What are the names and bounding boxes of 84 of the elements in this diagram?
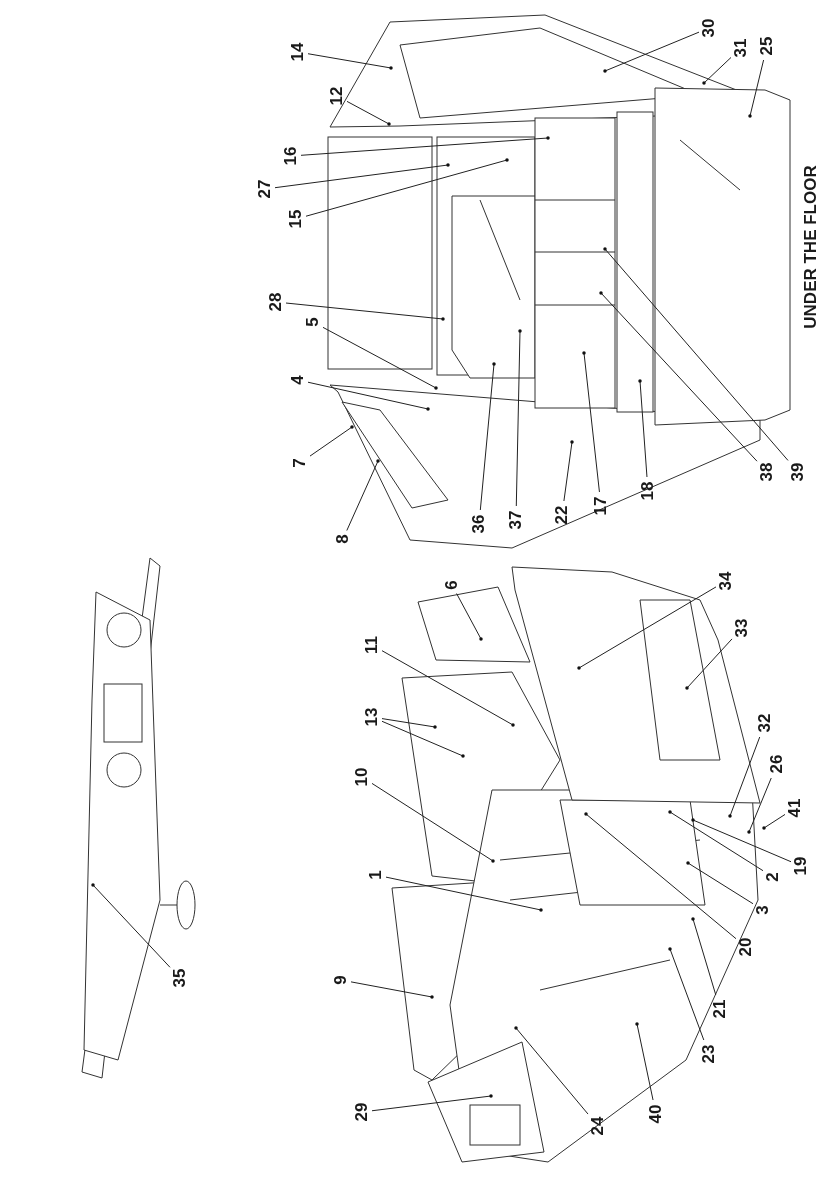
leader-line	[346, 459, 380, 531]
callout-number: 17	[592, 496, 610, 516]
callout-number: 28	[267, 292, 285, 312]
callout-number: 15	[287, 209, 305, 229]
callout-number: 37	[507, 510, 525, 530]
leader-line	[305, 158, 509, 217]
leader-line	[307, 381, 430, 411]
leader-line	[515, 329, 522, 507]
leader-line	[686, 861, 754, 905]
leader-line	[514, 1026, 589, 1115]
leader-line	[584, 812, 737, 940]
leader-line	[748, 59, 765, 118]
leader-line	[385, 876, 543, 912]
callout-number: 12	[328, 86, 346, 106]
leader-line	[728, 736, 761, 818]
callout-number: 34	[717, 571, 735, 591]
leader-line	[582, 351, 600, 493]
leader-line	[747, 777, 772, 834]
callout-number: 6	[443, 580, 461, 590]
callout-number: 10	[353, 767, 371, 787]
callout-number: 27	[256, 179, 274, 199]
callout-number: 1	[367, 870, 385, 880]
leader-line	[371, 782, 495, 863]
leader-line	[685, 638, 733, 690]
callout-number: 20	[737, 937, 755, 957]
callout-number: 38	[758, 462, 776, 482]
callout-number: 3	[754, 905, 772, 915]
callout-number: 18	[639, 481, 657, 501]
leader-line	[668, 947, 705, 1041]
leader-line	[702, 56, 732, 85]
callout-number: 30	[700, 18, 718, 38]
leader-line	[603, 31, 700, 73]
leader-line	[603, 247, 789, 461]
callout-number: 25	[758, 36, 776, 56]
leader-line	[285, 302, 445, 321]
leader-line	[381, 650, 515, 727]
callout-number: 11	[363, 636, 381, 654]
leader-line	[307, 53, 393, 70]
leader-line	[668, 810, 764, 872]
leader-line	[274, 163, 450, 189]
leader-line	[635, 1022, 654, 1101]
leader-line	[322, 326, 438, 390]
leader-line	[371, 1094, 493, 1112]
leader-line	[691, 917, 717, 996]
callout-number: 8	[334, 534, 352, 544]
callout-number: 26	[768, 754, 786, 774]
callout-number: 31	[732, 38, 750, 58]
callout-number: 13	[363, 707, 381, 727]
leader-line	[577, 586, 717, 670]
section-label: UNDER THE FLOOR	[800, 165, 820, 329]
leader-line	[350, 981, 434, 999]
callout-number: 35	[171, 968, 189, 988]
leader-line	[381, 720, 465, 758]
callout-number: 23	[700, 1044, 718, 1064]
leader-line	[309, 425, 354, 457]
callout-number: 36	[470, 514, 488, 534]
leader-line	[479, 362, 496, 511]
callout-number: 22	[553, 505, 571, 525]
leader-line	[691, 818, 792, 863]
callout-number: 21	[711, 999, 729, 1019]
callout-number: 16	[282, 146, 300, 166]
callout-number: 9	[332, 975, 350, 985]
callout-number: 5	[304, 317, 322, 327]
callout-number: 40	[647, 1104, 665, 1124]
leader-line	[300, 136, 550, 156]
callout-number: 24	[589, 1116, 607, 1136]
callout-number: 14	[289, 42, 307, 62]
leader-line	[456, 593, 483, 641]
leader-line	[638, 379, 648, 478]
callout-number: 29	[353, 1102, 371, 1122]
leader-line	[381, 718, 437, 729]
leader-line	[91, 883, 171, 968]
callout-number: 2	[764, 872, 782, 882]
leader-line	[762, 813, 786, 830]
callout-number: 19	[792, 856, 810, 876]
callout-number: 41	[786, 798, 804, 818]
leader-line	[346, 100, 391, 126]
callout-number: 7	[291, 458, 309, 468]
leader-line	[599, 291, 758, 462]
callout-number: 32	[756, 713, 774, 733]
leader-line	[563, 440, 574, 502]
callout-number: 33	[733, 618, 751, 638]
callout-number: 4	[289, 375, 307, 385]
callout-number: 39	[789, 462, 807, 482]
